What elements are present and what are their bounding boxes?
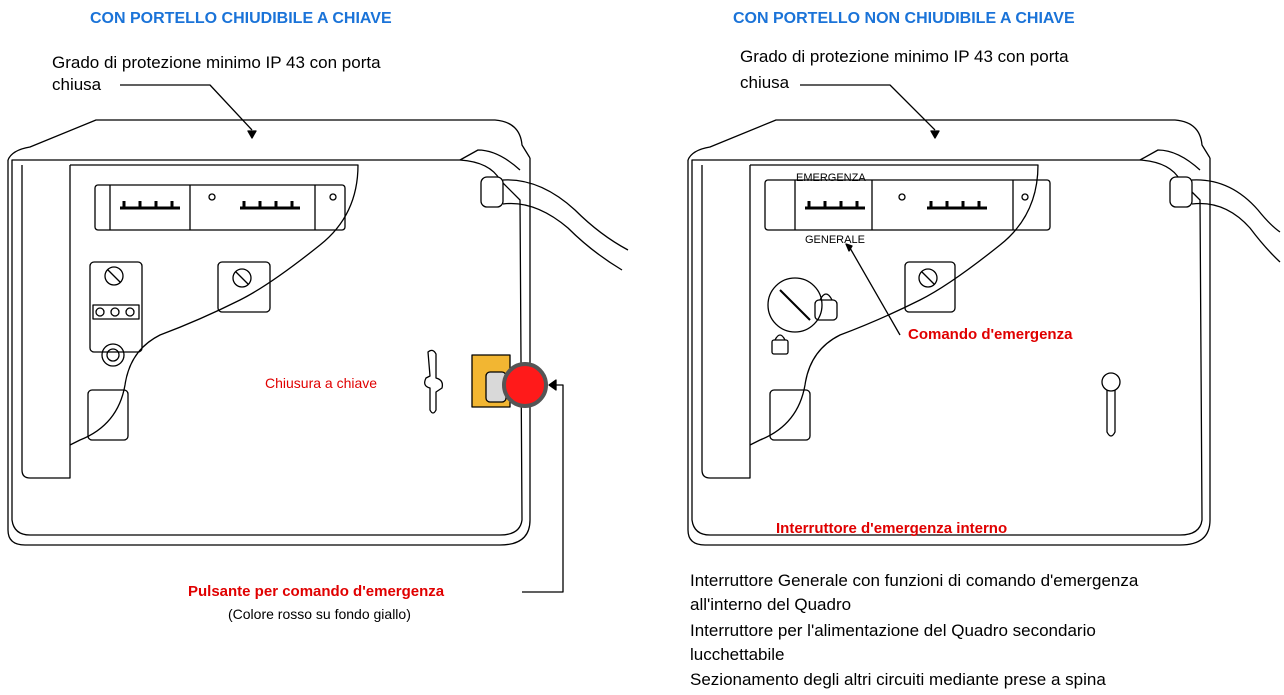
button-sublabel: (Colore rosso su fondo giallo)	[228, 606, 411, 622]
internal-switch-label: Interruttore d'emergenza interno	[776, 520, 1008, 537]
note-line-2: all'interno del Quadro	[690, 595, 852, 614]
right-protection-line1: Grado di protezione minimo IP 43 con por…	[740, 47, 1069, 66]
command-label: Comando d'emergenza	[908, 326, 1073, 343]
note-line-3: Interruttore per l'alimentazione del Qua…	[690, 621, 1096, 640]
left-protection-line2: chiusa	[52, 75, 102, 94]
emergenza-tag: EMERGENZA	[796, 172, 866, 184]
note-line-5: Sezionamento degli altri circuiti median…	[690, 670, 1106, 689]
note-line-4: lucchettabile	[690, 645, 785, 664]
right-protection-line2: chiusa	[740, 73, 790, 92]
left-enclosure	[7, 84, 629, 593]
generale-tag: GENERALE	[805, 234, 865, 246]
left-heading: CON PORTELLO CHIUDIBILE A CHIAVE	[90, 10, 392, 27]
right-enclosure	[687, 84, 1281, 546]
emergency-button	[502, 362, 548, 408]
right-heading: CON PORTELLO NON CHIUDIBILE A CHIAVE	[733, 10, 1075, 27]
key-lock-label: Chiusura a chiave	[265, 375, 378, 391]
button-label: Pulsante per comando d'emergenza	[188, 583, 445, 600]
left-protection-line1: Grado di protezione minimo IP 43 con por…	[52, 53, 381, 72]
note-line-1: Interruttore Generale con funzioni di co…	[690, 571, 1139, 590]
